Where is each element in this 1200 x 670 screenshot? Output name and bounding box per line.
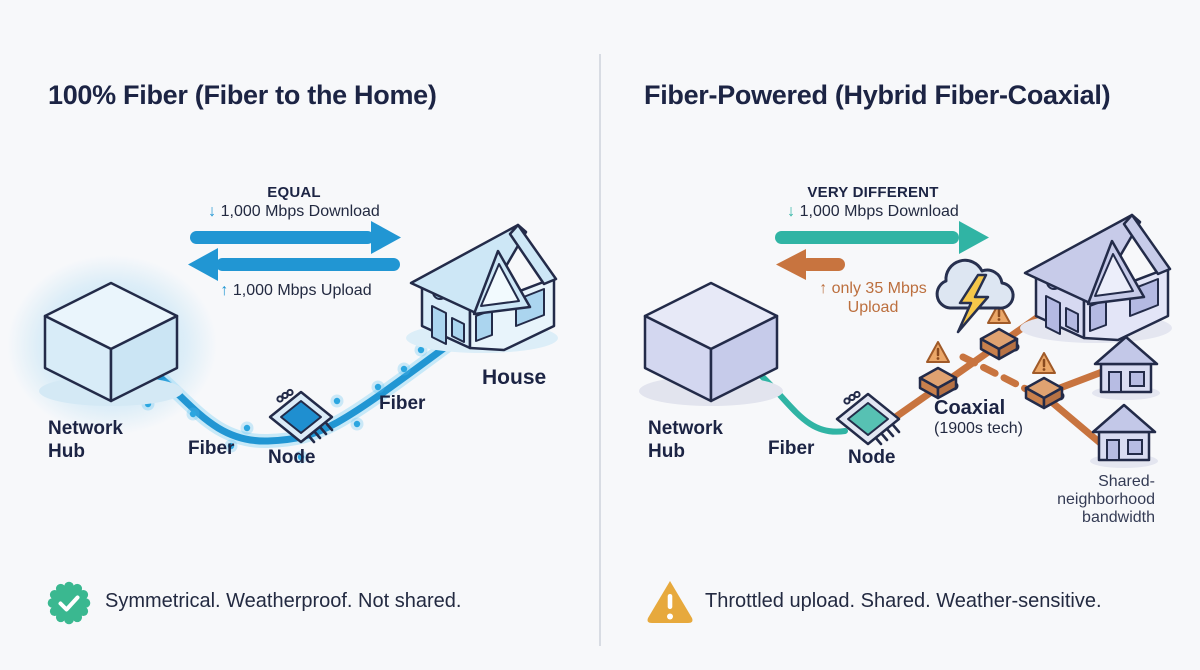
download-arrow-right <box>775 221 989 254</box>
upload-arrow-right <box>776 249 845 280</box>
panel-divider <box>599 54 601 646</box>
right-panel-title: Fiber-Powered (Hybrid Fiber-Coaxial) <box>644 80 1111 110</box>
left-panel-title: 100% Fiber (Fiber to the Home) <box>48 80 437 110</box>
up-arrow-glyph: ↑ <box>220 282 229 299</box>
fiber-label-hub-left: Fiber <box>188 438 235 459</box>
very-different-label: VERY DIFFERENT <box>807 184 939 201</box>
network-hub-label-left: Network Hub <box>48 418 123 462</box>
network-hub-label-right: Network Hub <box>648 418 723 462</box>
warning-badge-icon <box>647 581 693 623</box>
left-flow-block: EQUAL ↓ 1,000 Mbps Download <box>188 184 400 221</box>
storm-cloud-icon <box>935 258 1015 334</box>
download-arrow-left <box>190 221 401 254</box>
house-illustration <box>404 223 560 355</box>
shared-bandwidth-note: Shared- neighborhood bandwidth <box>1057 473 1155 526</box>
node-chip-icon-right <box>835 390 901 446</box>
warning-triangle-icon <box>1031 351 1057 375</box>
coaxial-sublabel: (1900s tech) <box>934 420 1023 437</box>
coaxial-label: Coaxial <box>934 397 1006 419</box>
big-house-illustration <box>1018 213 1174 345</box>
upload-speed-label-right: ↑ only 35 Mbps Upload <box>819 280 927 316</box>
node-label-right: Node <box>848 447 896 468</box>
down-arrow-glyph: ↓ <box>208 203 217 220</box>
warning-triangle-icon <box>925 340 951 364</box>
node-label-left: Node <box>268 447 316 468</box>
coaxial-label-block: Coaxial (1900s tech) <box>934 397 1023 438</box>
cottage-illustration <box>1090 335 1162 402</box>
network-hub-illustration-right <box>637 281 785 408</box>
upload-arrow-left <box>188 248 400 281</box>
download-speed-label: ↓ 1,000 Mbps Download <box>208 203 380 220</box>
house-label: House <box>482 366 547 389</box>
check-badge-icon <box>47 581 91 625</box>
right-flow-block: VERY DIFFERENT ↓ 1,000 Mbps Download <box>767 184 979 221</box>
right-footer-text: Throttled upload. Shared. Weather-sensit… <box>705 590 1102 612</box>
upload-speed-label-left: ↑ 1,000 Mbps Upload <box>220 282 372 299</box>
equal-label: EQUAL <box>267 184 321 201</box>
fiber-label-right: Fiber <box>768 438 815 459</box>
down-arrow-glyph: ↓ <box>787 203 796 220</box>
download-speed-label-right: ↓ 1,000 Mbps Download <box>787 203 959 220</box>
cottage-illustration <box>1088 403 1160 470</box>
left-footer-text: Symmetrical. Weatherproof. Not shared. <box>105 590 462 612</box>
lightning-icon <box>956 273 990 334</box>
fiber-label-house: Fiber <box>379 393 426 414</box>
